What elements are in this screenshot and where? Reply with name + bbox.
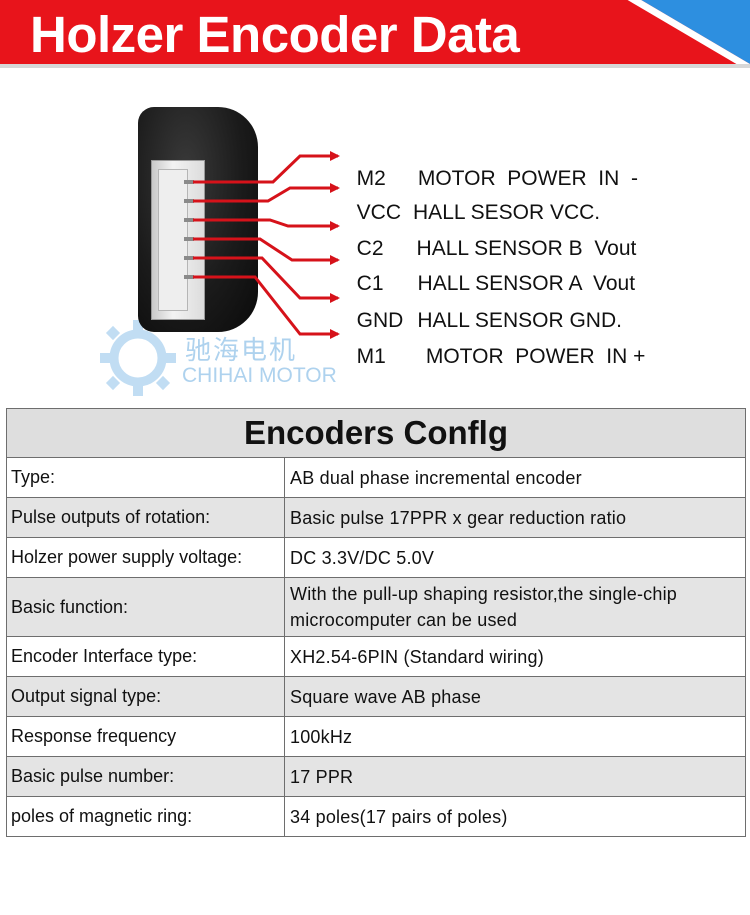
row-value: Basic pulse 17PPR x gear reduction ratio [290,507,627,528]
wire-m1 [193,275,340,339]
row-label: Basic pulse number: [7,757,285,796]
wire-c1 [193,237,340,265]
pin-desc: HALL SENSOR GND. [417,309,622,332]
pin-label-c2: C2 HALL SENSOR B Vout [345,213,637,261]
pin-name: M2 [356,167,386,190]
connector-pin [184,256,194,260]
table-row: Basic pulse number: 17 PPR [7,757,745,797]
pin-label-vcc: VCC HALL SESOR VCC. [345,177,600,225]
gear-icon [109,329,167,387]
connector-pin [184,180,194,184]
pin-desc: HALL SESOR VCC. [413,201,601,224]
connector-pin [184,275,194,279]
pin-name: GND [356,309,404,332]
watermark-english-text: CHIHAI MOTOR [182,364,337,387]
table-row: Holzer power supply voltage: DC 3.3V/DC … [7,538,745,578]
table-row: Encoder Interface type: XH2.54-6PIN (Sta… [7,637,745,677]
row-label: poles of magnetic ring: [7,797,285,836]
row-label: Output signal type: [7,677,285,716]
row-label: Basic function: [7,578,285,636]
row-value: 34 poles(17 pairs of poles) [290,806,508,827]
pin-name: C2 [356,237,384,260]
pin-name: M1 [356,345,386,368]
table-row: Output signal type: Square wave AB phase [7,677,745,717]
header-divider [0,64,750,68]
connector-pin [184,237,194,241]
pin-desc: HALL SENSOR B Vout [416,237,637,260]
config-table-title: Encoders Conflg [7,409,745,458]
row-label: Pulse outputs of rotation: [7,498,285,537]
connector-pin [184,218,194,222]
row-value: 100kHz [290,726,353,747]
watermark-logo [100,320,176,396]
table-row: Response frequency 100kHz [7,717,745,757]
pin-label-gnd: GND HALL SENSOR GND. [345,285,622,333]
wire-m2 [193,151,340,184]
pin-label-c1: C1 HALL SENSOR A Vout [345,248,635,296]
header-banner: Holzer Encoder Data [0,0,750,64]
watermark-chinese-text: 驰海电机 [185,336,298,366]
connector-pin [184,199,194,203]
pin-desc: MOTOR POWER IN - [417,167,638,190]
wire-vcc [193,183,340,203]
wire-c2 [193,218,340,231]
row-label: Holzer power supply voltage: [7,538,285,577]
encoder-config-table: Encoders Conflg Type: AB dual phase incr… [6,408,746,837]
table-row: Basic function: With the pull-up shaping… [7,578,745,637]
pin-wires [193,151,340,339]
table-row: Type: AB dual phase incremental encoder [7,458,745,498]
page-title: Holzer Encoder Data [30,6,520,63]
row-value: XH2.54-6PIN (Standard wiring) [290,646,544,667]
row-value: AB dual phase incremental encoder [290,467,582,488]
pin-name: C1 [356,272,384,295]
pin-label-m2: M2 MOTOR POWER IN - [345,143,638,191]
pin-desc: HALL SENSOR A Vout [417,272,636,295]
row-label: Type: [7,458,285,497]
row-value: Square wave AB phase [290,686,482,707]
row-value: DC 3.3V/DC 5.0V [290,547,435,568]
pin-desc: MOTOR POWER IN + [425,345,646,368]
row-label: Response frequency [7,717,285,756]
table-row: poles of magnetic ring: 34 poles(17 pair… [7,797,745,836]
row-value: 17 PPR [290,766,354,787]
row-value: With the pull-up shaping resistor,the si… [290,584,678,630]
row-label: Encoder Interface type: [7,637,285,676]
pin-label-m1: M1 MOTOR POWER IN + [345,321,646,369]
wire-gnd [193,256,340,303]
table-row: Pulse outputs of rotation: Basic pulse 1… [7,498,745,538]
pin-name: VCC [356,201,402,224]
